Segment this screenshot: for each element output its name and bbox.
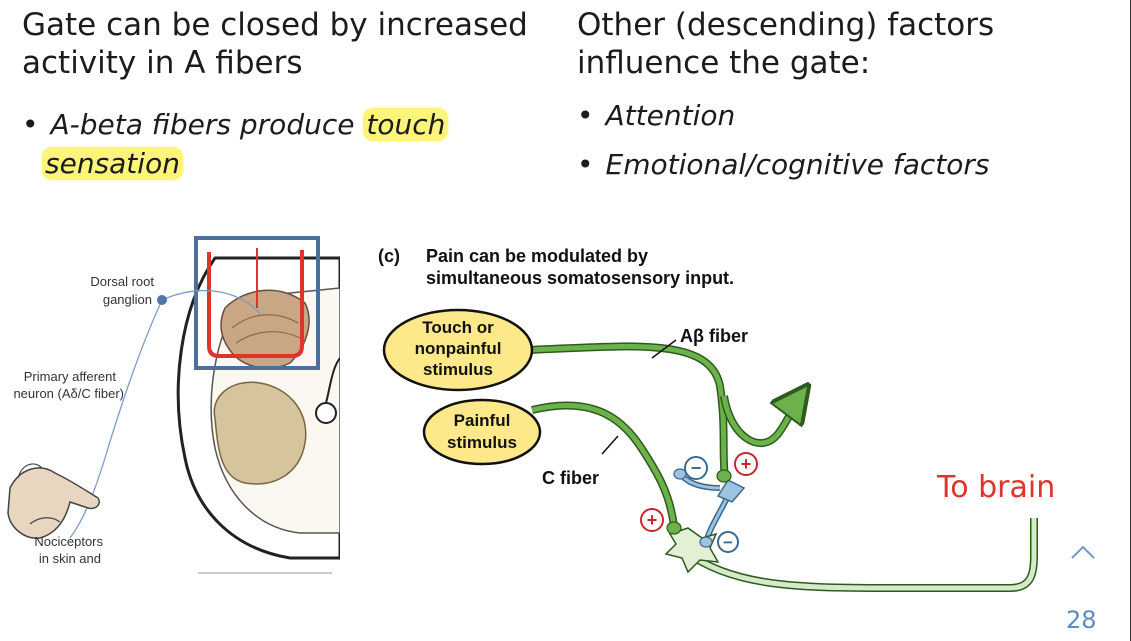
bullet-dot: • bbox=[577, 99, 594, 132]
touch-label-3: stimulus bbox=[423, 360, 493, 379]
c-fiber-leader bbox=[601, 435, 619, 455]
label-primary-afferent: Primary afferent bbox=[24, 369, 117, 384]
c-fiber-branch-terminal bbox=[673, 468, 687, 480]
label-ganglion: ganglion bbox=[103, 292, 152, 307]
caption-line-2: simultaneous somatosensory input. bbox=[426, 268, 734, 288]
abeta-leader bbox=[651, 339, 677, 359]
right-bullet-emotional: • Emotional/cognitive factors bbox=[577, 146, 990, 184]
right-heading: Other (descending) factors influence the… bbox=[577, 7, 995, 81]
projection-axon-fill bbox=[678, 518, 1037, 591]
interneuron-link-fill bbox=[680, 474, 721, 490]
pain-label-1: Painful bbox=[454, 411, 511, 430]
pain-stimulus-bubble bbox=[422, 398, 542, 466]
bullet-text: Attention bbox=[605, 99, 736, 132]
interneuron-terminal bbox=[699, 536, 713, 548]
left-bullet-continued: sensation bbox=[42, 145, 183, 183]
bullet-dot: • bbox=[577, 148, 594, 181]
label-dorsal-root: Dorsal root bbox=[90, 274, 154, 289]
touch-stimulus-bubble bbox=[382, 308, 534, 392]
label-neuron-type: neuron (Aδ/C fiber) bbox=[13, 386, 124, 401]
c-fiber-terminal bbox=[666, 521, 682, 535]
to-brain-annotation: To brain bbox=[937, 470, 1056, 505]
abeta-label: Aβ fiber bbox=[680, 326, 748, 346]
dorsal-horn-layer bbox=[231, 314, 299, 329]
touch-label-2: nonpainful bbox=[415, 339, 502, 358]
spinal-cord-figure: Dorsal root ganglion Primary afferent ne… bbox=[7, 236, 340, 574]
hand-finger bbox=[17, 463, 43, 479]
caption-letter: (c) bbox=[378, 246, 400, 266]
minus-text: − bbox=[723, 533, 733, 552]
chevron-up-icon[interactable] bbox=[1068, 538, 1098, 564]
bullet-dot: • bbox=[22, 108, 39, 141]
plus-sign-abeta bbox=[734, 452, 758, 476]
bullet-text: Emotional/cognitive factors bbox=[605, 148, 990, 181]
label-nociceptors: Nociceptors bbox=[34, 534, 103, 549]
inhibitory-interneuron bbox=[716, 479, 746, 503]
abeta-fiber-fill bbox=[527, 343, 728, 479]
abeta-ascending-fill bbox=[721, 396, 800, 446]
afferent-fiber bbox=[69, 299, 163, 539]
region-frame bbox=[194, 236, 320, 370]
ganglion-dot bbox=[157, 295, 167, 305]
abeta-terminal bbox=[716, 469, 732, 483]
ventral-horn bbox=[213, 381, 307, 485]
minus-sign-c bbox=[684, 456, 708, 480]
highlight-sensation: sensation bbox=[42, 147, 183, 180]
pain-label-2: stimulus bbox=[447, 433, 517, 452]
hand-finger bbox=[29, 517, 61, 525]
left-bullet: • A-beta fibers produce touch bbox=[22, 106, 449, 144]
label-in-skin: in skin and bbox=[39, 551, 101, 566]
projection-axon bbox=[677, 518, 1038, 592]
touch-label-1: Touch or bbox=[422, 318, 494, 337]
hand-icon bbox=[7, 467, 100, 539]
plus-sign-c bbox=[640, 508, 664, 532]
red-u-annotation bbox=[207, 250, 304, 358]
highlight-touch: touch bbox=[363, 108, 449, 141]
dorsal-horn bbox=[220, 289, 310, 369]
plus-text: + bbox=[647, 510, 658, 530]
minus-text: − bbox=[691, 458, 702, 478]
right-bullet-attention: • Attention bbox=[577, 97, 735, 135]
caption-line-1: Pain can be modulated by bbox=[426, 246, 648, 266]
gate-control-figure: (c) Pain can be modulated by simultaneou… bbox=[378, 246, 1038, 592]
dorsal-root bbox=[325, 357, 340, 404]
page-number: 28 bbox=[1066, 606, 1097, 634]
plus-text: + bbox=[741, 454, 752, 474]
dorsal-horn-layer bbox=[235, 331, 301, 344]
bullet-text: A-beta fibers produce bbox=[50, 108, 355, 141]
dorsal-root-entry bbox=[315, 402, 337, 424]
c-fiber-label: C fiber bbox=[542, 468, 599, 488]
left-heading: Gate can be closed by increased activity… bbox=[22, 7, 528, 81]
afferent-fiber bbox=[161, 289, 261, 315]
minus-sign-projection bbox=[717, 531, 739, 553]
c-fiber-fill bbox=[531, 403, 677, 527]
